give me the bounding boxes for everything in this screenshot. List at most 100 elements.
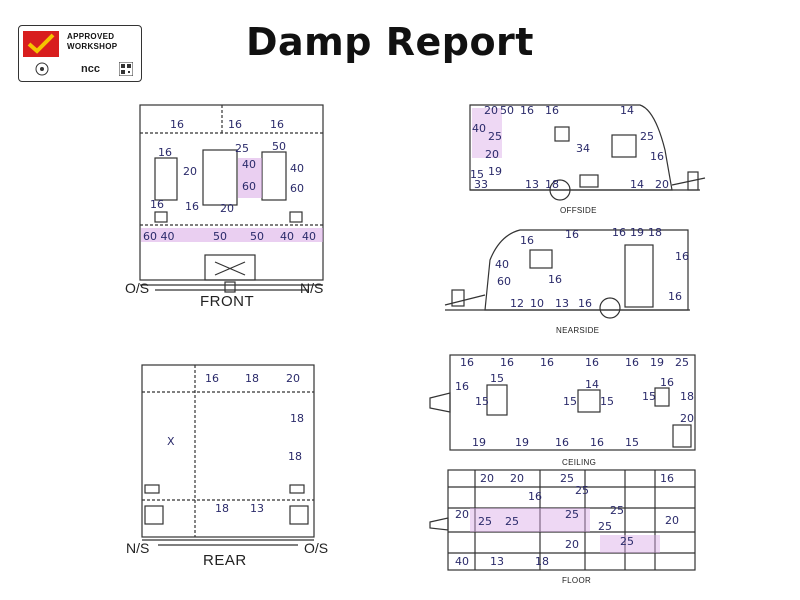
reading: 16 <box>545 104 559 117</box>
reading: 15 <box>490 372 504 385</box>
reading: 25 <box>675 356 689 369</box>
reading: 20 <box>220 202 234 215</box>
floor-label: FLOOR <box>562 576 592 585</box>
reading: 19 <box>630 226 644 239</box>
qr-icon <box>119 62 133 76</box>
reading: 25 <box>488 130 502 143</box>
front-damp-highlight <box>141 228 323 242</box>
reading: 19 <box>650 356 664 369</box>
reading: 16 <box>455 380 469 393</box>
reading: 20 <box>484 104 498 117</box>
reading: 16 <box>228 118 242 131</box>
reading: 40 <box>290 162 304 175</box>
reading: 15 <box>600 395 614 408</box>
checkmark-logo-icon <box>23 31 59 57</box>
reading: 10 <box>530 297 544 310</box>
floor-damp-highlight-2 <box>600 535 660 553</box>
floor-damp-highlight <box>470 508 590 532</box>
reading: 20 <box>485 148 499 161</box>
reading: 40 <box>242 158 256 171</box>
reading: 13 <box>525 178 539 191</box>
reading: 14 <box>585 378 599 391</box>
reading: 25 <box>235 142 249 155</box>
reading: 20 <box>655 178 669 191</box>
reading: 60 <box>497 275 511 288</box>
reading: 13 <box>250 502 264 515</box>
reading: 20 <box>565 538 579 551</box>
reading: 20 <box>286 372 300 385</box>
reading: 25 <box>598 520 612 533</box>
reading: 40 <box>302 230 316 243</box>
reading: 34 <box>576 142 590 155</box>
reading: 60 40 <box>143 230 175 243</box>
reading: 13 <box>490 555 504 568</box>
reading: 50 <box>500 104 514 117</box>
floor-view <box>429 469 696 571</box>
reading: 14 <box>630 178 644 191</box>
reading: 50 <box>272 140 286 153</box>
nearside-view <box>444 229 690 319</box>
reading: 16 <box>660 376 674 389</box>
reading: 25 <box>620 535 634 548</box>
reading: 16 <box>205 372 219 385</box>
reading: 12 <box>510 297 524 310</box>
rear-label: REAR <box>203 552 247 569</box>
reading: 16 <box>578 297 592 310</box>
reading: 18 <box>245 372 259 385</box>
reading: 40 <box>280 230 294 243</box>
offside-label: OFFSIDE <box>560 206 597 215</box>
reading: 16 <box>585 356 599 369</box>
reading: 16 <box>170 118 184 131</box>
reading: 16 <box>520 234 534 247</box>
nearside-label: NEARSIDE <box>556 326 600 335</box>
reading: 50 <box>213 230 227 243</box>
badge-line2: WORKSHOP <box>67 42 118 51</box>
reading: 16 <box>668 290 682 303</box>
reading: 20 <box>680 412 694 425</box>
reading: 20 <box>665 514 679 527</box>
reading: 16 <box>158 146 172 159</box>
reading: 16 <box>185 200 199 213</box>
reading: 16 <box>660 472 674 485</box>
reading: 15 <box>642 390 656 403</box>
reading: X <box>167 435 175 448</box>
reading: 15 <box>475 395 489 408</box>
front-os-label: O/S <box>125 280 150 296</box>
reading: 18 <box>545 178 559 191</box>
rear-ns-label: N/S <box>126 540 150 556</box>
page-title: Damp Report <box>246 20 534 64</box>
reading: 18 <box>680 390 694 403</box>
ceiling-label: CEILING <box>562 458 597 467</box>
reading: 20 <box>480 472 494 485</box>
reading: 33 <box>474 178 488 191</box>
front-view <box>139 104 324 293</box>
reading: 16 <box>500 356 514 369</box>
reading: 16 <box>540 356 554 369</box>
reading: 16 <box>555 436 569 449</box>
reading: 16 <box>675 250 689 263</box>
offside-damp-highlight <box>472 108 502 158</box>
reading: 19 <box>472 436 486 449</box>
reading: 25 <box>560 472 574 485</box>
reading: 25 <box>640 130 654 143</box>
reading: 20 <box>183 165 197 178</box>
approved-workshop-badge: APPROVED WORKSHOP ncc <box>18 25 142 82</box>
reading: 60 <box>290 182 304 195</box>
reading: 25 <box>565 508 579 521</box>
rear-view <box>141 364 315 546</box>
reading: 14 <box>620 104 634 117</box>
reading: 18 <box>290 412 304 425</box>
ceiling-view <box>429 354 696 451</box>
reading: 16 <box>612 226 626 239</box>
reading: 16 <box>520 104 534 117</box>
reading: 16 <box>460 356 474 369</box>
reading: 16 <box>150 198 164 211</box>
reading: 16 <box>590 436 604 449</box>
front-damp-highlight-2 <box>238 158 262 198</box>
ncc-logo: ncc <box>81 63 100 75</box>
reading: 15 <box>563 395 577 408</box>
reading: 15 <box>470 168 484 181</box>
reading: 40 <box>455 555 469 568</box>
reading: 18 <box>648 226 662 239</box>
